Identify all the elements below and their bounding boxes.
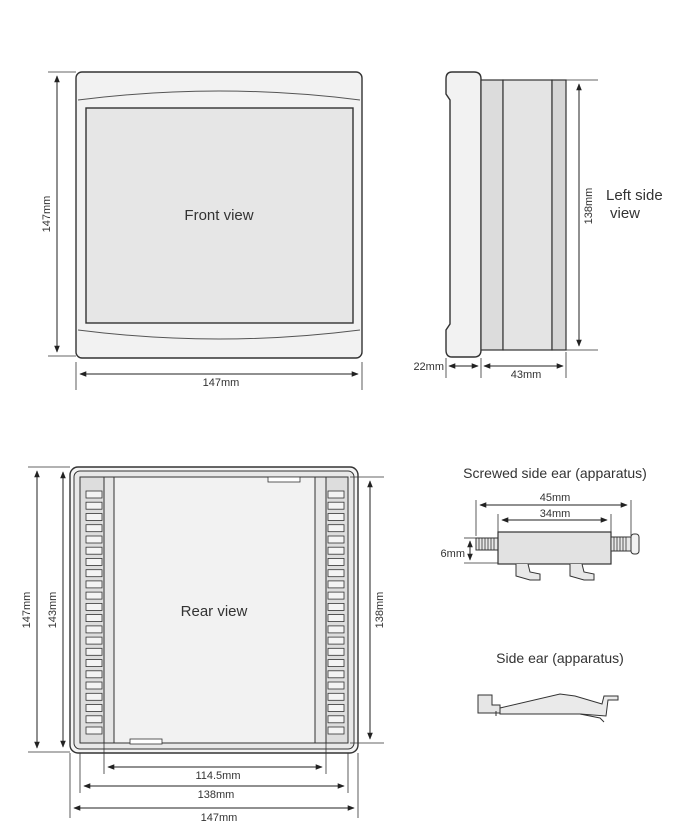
terminal-left [85, 558, 103, 566]
terminal-right [327, 580, 345, 589]
terminal-right [327, 535, 345, 544]
terminal-left [85, 591, 103, 600]
terminal-left [85, 546, 103, 555]
terminal-left [85, 580, 103, 589]
terminal-right [327, 569, 345, 578]
terminal-right [327, 513, 345, 521]
rear-inner-height-dim-label: 143mm [47, 592, 59, 629]
terminal-right [327, 524, 345, 533]
side-body-rear [551, 79, 567, 351]
terminal-right [327, 625, 345, 634]
terminal-right [327, 614, 345, 622]
screwed-ear-hook-right [569, 563, 595, 581]
terminal-left [85, 614, 103, 622]
terminal-left [85, 704, 103, 712]
rear-width-outer-dim-label: 147mm [201, 812, 238, 824]
terminal-right [327, 591, 345, 600]
rear-body-height-dim-label: 138mm [374, 592, 386, 629]
side-ear-clip-lower [520, 713, 605, 723]
terminal-left [85, 524, 103, 533]
front-view-label: Front view [184, 207, 253, 224]
terminal-right [327, 490, 345, 499]
rear-outer-height-dim-label: 147mm [21, 592, 33, 629]
terminal-block-right [327, 490, 345, 735]
front-top-bezel-curve [77, 90, 361, 101]
rear-bottom-tab [129, 738, 163, 745]
terminal-right [327, 659, 345, 667]
rear-width-body-dim-label: 138mm [198, 789, 235, 801]
terminal-left [85, 636, 103, 645]
terminal-right [327, 647, 345, 656]
screwed-side-ear-title: Screwed side ear (apparatus) [463, 465, 647, 481]
rear-cover-plate [113, 476, 316, 744]
terminal-left [85, 513, 103, 521]
terminal-right [327, 636, 345, 645]
left-side-view-label-line1: Left side [606, 187, 663, 204]
side-ear-block [477, 694, 501, 714]
side-bezel [445, 71, 482, 358]
screwed-side-ear: Screwed side ear (apparatus) 45mm 34mm 6… [441, 465, 647, 581]
terminal-right [327, 558, 345, 566]
terminal-left [85, 603, 103, 611]
side-ear: Side ear (apparatus) [477, 650, 624, 723]
rear-view-label: Rear view [181, 603, 248, 620]
terminal-left [85, 726, 103, 735]
terminal-right [327, 681, 345, 690]
ear-body-dim-label: 34mm [540, 508, 571, 520]
terminal-left [85, 681, 103, 690]
side-bezel-dim-label: 22mm [413, 361, 444, 373]
front-width-dim-label: 147mm [203, 377, 240, 389]
terminal-left [85, 659, 103, 667]
terminal-left [85, 501, 103, 510]
front-display-window [85, 107, 354, 324]
terminal-right [327, 715, 345, 724]
side-body-middle [502, 79, 553, 351]
terminal-left [85, 670, 103, 679]
terminal-block-left [85, 490, 103, 735]
terminal-right [327, 692, 345, 701]
left-side-view: 138mm Left side view 22mm 43mm [413, 71, 663, 381]
screw-head-right [630, 533, 640, 555]
terminal-right [327, 546, 345, 555]
terminal-left [85, 490, 103, 499]
terminal-left [85, 715, 103, 724]
ear-overall-dim-label: 45mm [540, 492, 571, 504]
side-ear-clip [499, 693, 619, 717]
screwed-ear-body [497, 531, 612, 565]
terminal-right [327, 726, 345, 735]
rear-view: Rear view 147mm 143mm 138mm 114.5mm 138m… [21, 466, 386, 824]
screw-shaft-right-threads [613, 537, 627, 551]
front-view: Front view 147mm 147mm [41, 71, 363, 390]
terminal-right [327, 704, 345, 712]
side-height-dim-label: 138mm [583, 188, 595, 225]
side-body-front [480, 79, 504, 351]
terminal-left [85, 625, 103, 634]
ear-height-dim-label: 6mm [441, 548, 465, 560]
terminal-left [85, 569, 103, 578]
side-ear-title: Side ear (apparatus) [496, 650, 624, 666]
rear-width-inner-dim-label: 114.5mm [195, 770, 240, 782]
screwed-ear-hook-left [515, 563, 541, 581]
left-side-view-label-line2: view [610, 205, 640, 222]
terminal-right [327, 603, 345, 611]
terminal-left [85, 535, 103, 544]
front-height-dim-label: 147mm [41, 196, 53, 233]
terminal-right [327, 670, 345, 679]
side-depth-dim-label: 43mm [511, 369, 542, 381]
front-bottom-bezel-curve [77, 329, 361, 340]
terminal-left [85, 692, 103, 701]
screw-stub-left-threads [478, 538, 495, 550]
terminal-left [85, 647, 103, 656]
terminal-right [327, 501, 345, 510]
rear-top-tab [267, 476, 301, 483]
